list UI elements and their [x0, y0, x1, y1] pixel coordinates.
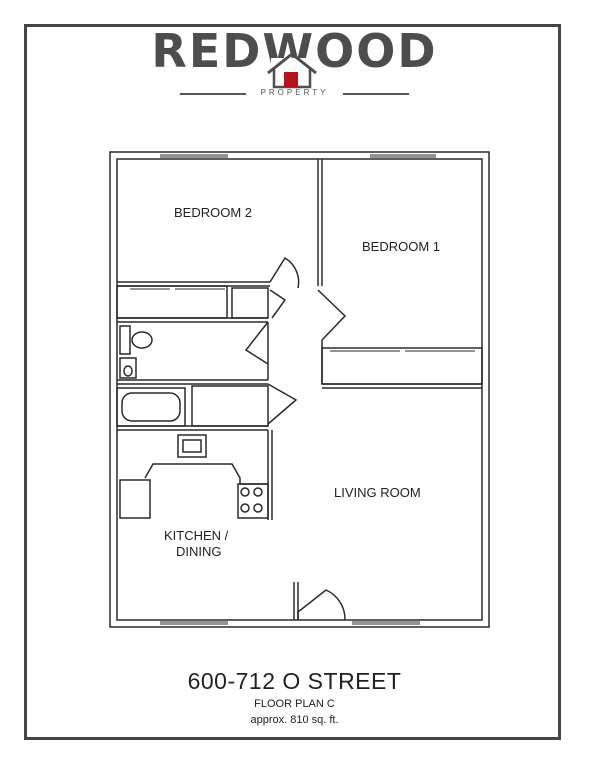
hall-doors: [244, 256, 347, 425]
property-address: 600-712 O STREET: [187, 668, 402, 694]
exterior-walls: [109, 151, 490, 628]
bathroom: [116, 322, 269, 431]
door-icon: [284, 72, 298, 87]
room-label-kitchen: KITCHEN /: [164, 528, 229, 543]
brand-tagline: PROPERTY: [260, 88, 329, 97]
kitchen: [119, 430, 273, 520]
bedroom-1-walls: [321, 340, 483, 389]
room-label-bedroom-1: BEDROOM 1: [362, 239, 441, 254]
room-label-living-room: LIVING ROOM: [334, 485, 421, 500]
room-label-dining: DINING: [176, 544, 222, 559]
entry-door: [293, 582, 346, 621]
logo-rule-right: [343, 93, 409, 95]
floor-plan-name: FLOOR PLAN C: [254, 698, 335, 710]
windows: [160, 154, 436, 625]
logo-rule-left: [180, 93, 246, 95]
page-frame: [24, 24, 561, 740]
bedroom-2-walls: [116, 159, 323, 323]
room-label-bedroom-2: BEDROOM 2: [174, 205, 253, 220]
floor-area: approx. 810 sq. ft.: [250, 714, 339, 726]
house-icon: [267, 52, 317, 89]
